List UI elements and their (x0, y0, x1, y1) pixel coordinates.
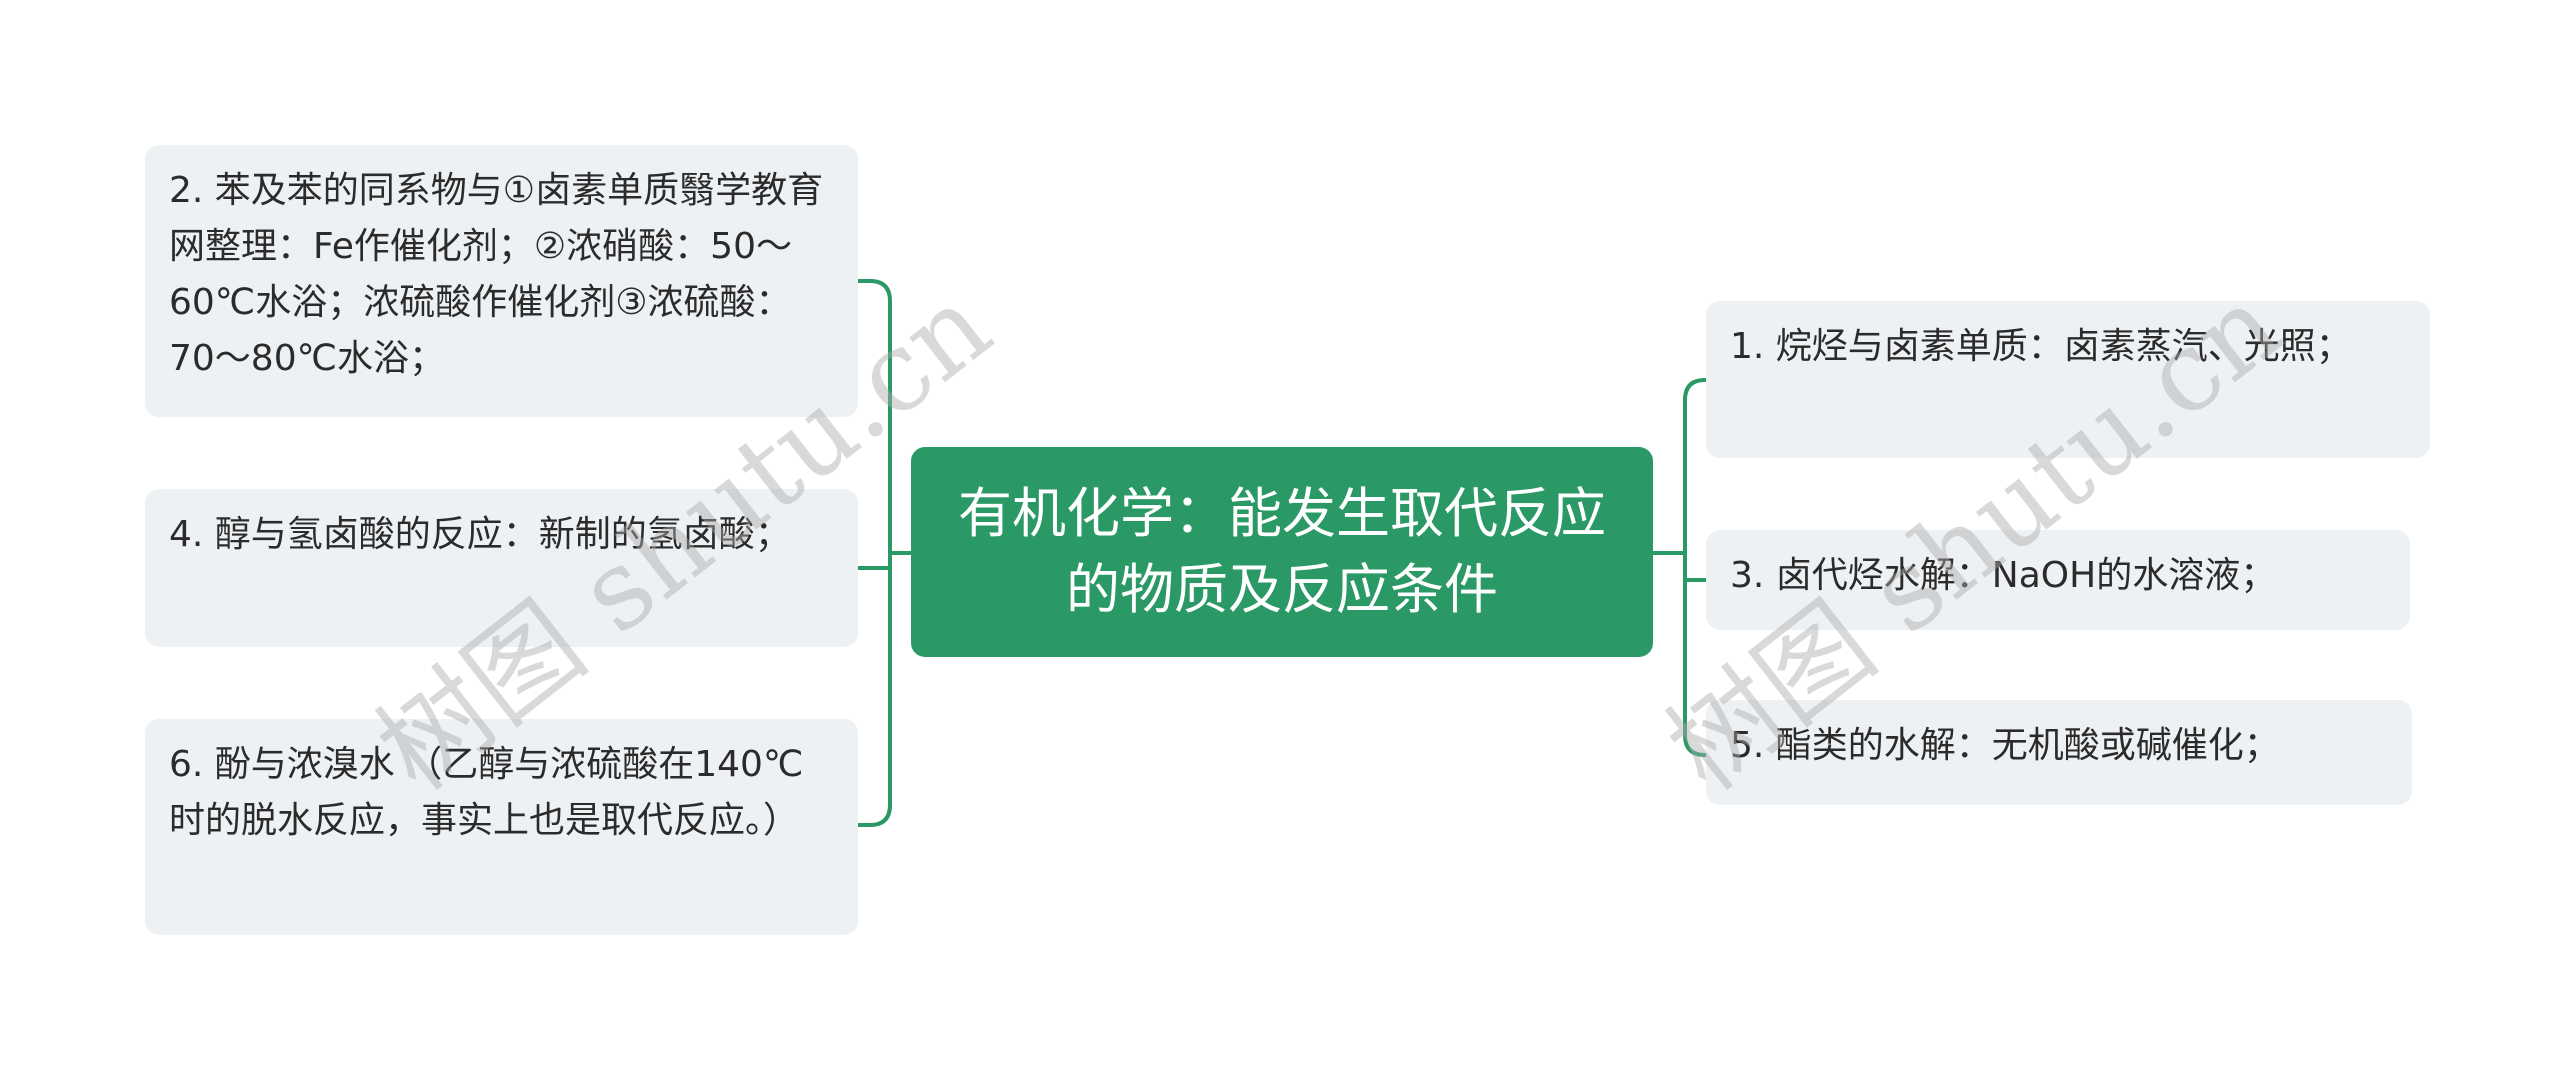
left-node-6[interactable]: 6. 酚与浓溴水 （乙醇与浓硫酸在140℃时的脱水反应，事实上也是取代反应。） (145, 719, 858, 935)
root-topic[interactable]: 有机化学：能发生取代反应的物质及反应条件 (911, 447, 1653, 657)
left-node-2[interactable]: 2. 苯及苯的同系物与①卤素单质翳学教育网整理：Fe作催化剂；②浓硝酸：50～6… (145, 145, 858, 417)
left-node-4[interactable]: 4. 醇与氢卤酸的反应：新制的氢卤酸； (145, 489, 858, 647)
right-node-1[interactable]: 1. 烷烃与卤素单质：卤素蒸汽、光照； (1706, 301, 2430, 458)
root-topic-label: 有机化学：能发生取代反应的物质及反应条件 (958, 482, 1606, 621)
right-node-3[interactable]: 3. 卤代烃水解：NaOH的水溶液； (1706, 530, 2410, 630)
right-node-5[interactable]: 5. 酯类的水解：无机酸或碱催化； (1706, 700, 2412, 805)
